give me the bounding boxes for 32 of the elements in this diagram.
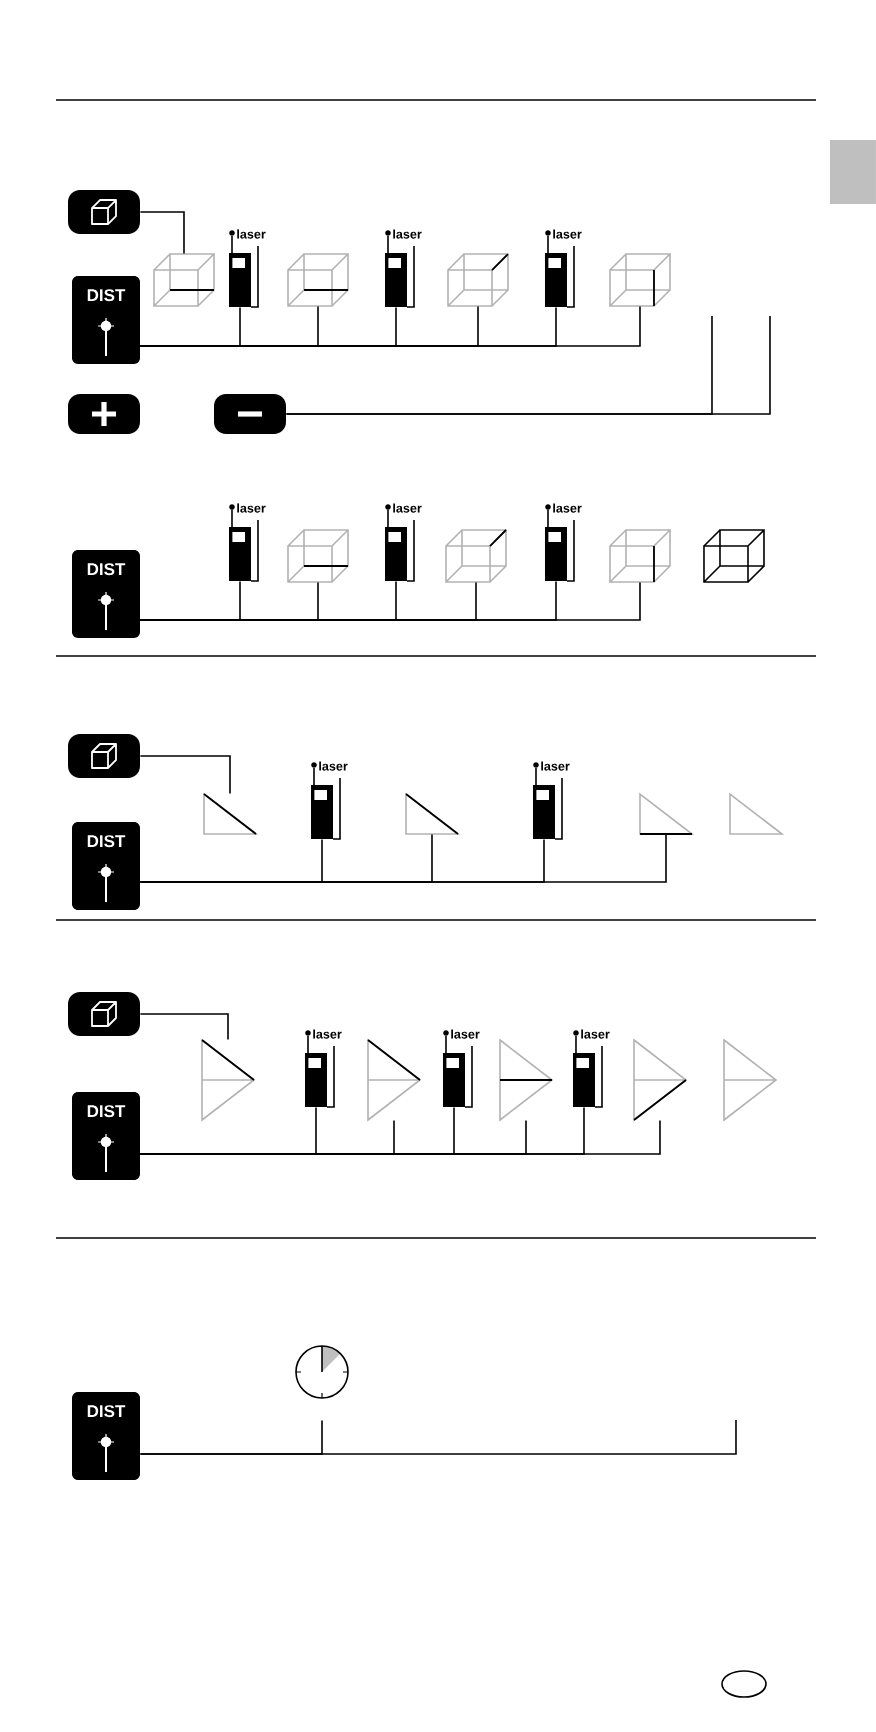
dist-button: DIST <box>72 550 140 638</box>
cube-drawing <box>445 529 507 583</box>
cube-drawing <box>609 529 671 583</box>
connector-line <box>139 211 185 255</box>
dist-button: DIST <box>72 822 140 910</box>
connector-line <box>139 833 667 883</box>
connector-line <box>139 581 641 621</box>
connector-line <box>139 1419 737 1455</box>
connector-line <box>139 1013 229 1041</box>
function-button <box>68 190 140 234</box>
cube-drawing <box>287 253 349 307</box>
dist-button: DIST <box>72 1392 140 1480</box>
prism-drawing <box>367 1039 422 1121</box>
cube-drawing <box>609 253 671 307</box>
prism-drawing <box>201 1039 256 1121</box>
prism-drawing <box>499 1039 554 1121</box>
connector-line <box>139 1119 661 1155</box>
plus-button <box>68 394 140 434</box>
function-button <box>68 734 140 778</box>
dist-button: DIST <box>72 276 140 364</box>
dist-button: DIST <box>72 1092 140 1180</box>
clock-icon <box>295 1345 349 1399</box>
function-button <box>68 992 140 1036</box>
cube-drawing <box>153 253 215 307</box>
cube-drawing <box>287 529 349 583</box>
connector-line <box>139 305 641 347</box>
minus-button <box>214 394 286 434</box>
prism-drawing <box>723 1039 778 1121</box>
connector-line <box>139 755 231 795</box>
cube-drawing <box>703 529 765 583</box>
cube-drawing <box>447 253 509 307</box>
prism-drawing <box>633 1039 688 1121</box>
